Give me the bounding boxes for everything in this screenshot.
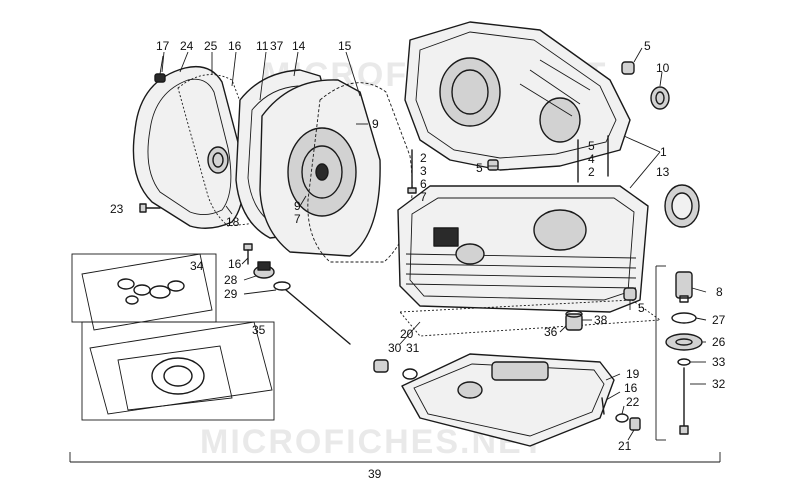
- washer-22: [615, 413, 629, 423]
- callout-35: 35: [252, 323, 266, 337]
- bushing-5-top: [621, 61, 635, 75]
- sleeve-38: [565, 310, 583, 331]
- dipstick-28-29: [253, 261, 351, 345]
- callout-9-upper: 9: [372, 117, 379, 131]
- callout-17: 17: [156, 39, 170, 53]
- pipe-32: [679, 367, 689, 435]
- callout-25: 25: [204, 39, 218, 53]
- gasket-31: [402, 368, 418, 380]
- callout-24: 24: [180, 39, 194, 53]
- plug-17: [154, 55, 166, 83]
- o-ring-27: [671, 312, 697, 324]
- studs-assembly: [407, 135, 609, 194]
- callout-15: 15: [338, 39, 352, 53]
- callout-5-top: 5: [644, 39, 651, 53]
- callout-29: 29: [224, 287, 238, 301]
- filter-cartridge-26: [665, 333, 703, 351]
- callout-33: 33: [712, 355, 726, 369]
- leader-lines: [160, 47, 707, 441]
- flywheel-housing-14: [259, 79, 381, 257]
- bolt-23: [139, 203, 161, 213]
- gasket-20: [399, 299, 662, 337]
- gasket-kit-34: [81, 253, 213, 331]
- callout-5-lower: 5: [638, 301, 645, 315]
- callout-39-total: 39: [368, 467, 382, 481]
- callout-13: 13: [656, 165, 670, 179]
- callout-28: 28: [224, 273, 238, 287]
- outer-cover-24: [132, 65, 245, 229]
- callout-34: 34: [190, 259, 204, 273]
- screw-16-lower: [601, 397, 605, 415]
- callout-16-lower: 16: [624, 381, 638, 395]
- gasket-15: [307, 82, 413, 263]
- callout-21: 21: [618, 439, 632, 453]
- callout-36: 36: [544, 325, 558, 339]
- callout-8: 8: [716, 285, 723, 299]
- bolt-16-dipstick: [243, 243, 253, 265]
- callout-27: 27: [712, 313, 726, 327]
- callout-7-lower: 7: [294, 212, 301, 226]
- callout-2-left: 2: [420, 151, 427, 165]
- callout-3-left: 3: [420, 164, 427, 178]
- callout-10: 10: [656, 61, 670, 75]
- seal-33: [677, 358, 691, 366]
- callout-5-right-stud: 5: [588, 139, 595, 153]
- callout-16-dipstick: 16: [228, 257, 242, 271]
- callout-20: 20: [400, 327, 414, 341]
- bushing-5-right: [623, 287, 637, 301]
- total-bracket-39: [69, 452, 721, 463]
- callout-4: 4: [588, 152, 595, 166]
- drain-plug-21: [629, 417, 641, 431]
- crankcase-upper-half-1: [404, 21, 631, 171]
- callout-2-right: 2: [588, 165, 595, 179]
- callout-1: 1: [660, 145, 667, 159]
- callout-23: 23: [110, 202, 124, 216]
- callout-32: 32: [712, 377, 726, 391]
- callout-16-top: 16: [228, 39, 242, 53]
- callout-26: 26: [712, 335, 726, 349]
- kit-box-35: [81, 321, 275, 421]
- callout-6: 6: [420, 177, 427, 191]
- gasket-kit-35: [89, 321, 273, 415]
- callout-7-left: 7: [420, 190, 427, 204]
- callout-31: 31: [406, 341, 420, 355]
- bracket-filter-group: [655, 265, 666, 441]
- oil-sump-19: [401, 353, 615, 447]
- seal-10: [650, 86, 670, 110]
- callout-9-lower: 9: [294, 199, 301, 213]
- callout-14: 14: [292, 39, 306, 53]
- callout-30-visible: 30: [388, 341, 402, 355]
- plug-30: [373, 359, 389, 373]
- callout-11: 11: [256, 39, 269, 53]
- oil-pressure-switch-8: [675, 271, 693, 303]
- callout-5-mid: 5: [476, 161, 483, 175]
- callout-38: 38: [594, 313, 608, 327]
- seal-13: [664, 184, 700, 228]
- callout-22: 22: [626, 395, 640, 409]
- callout-37: 37: [270, 39, 284, 53]
- callout-18: 18: [226, 215, 240, 229]
- callout-19: 19: [626, 367, 640, 381]
- crankcase-lower-half: [397, 185, 649, 313]
